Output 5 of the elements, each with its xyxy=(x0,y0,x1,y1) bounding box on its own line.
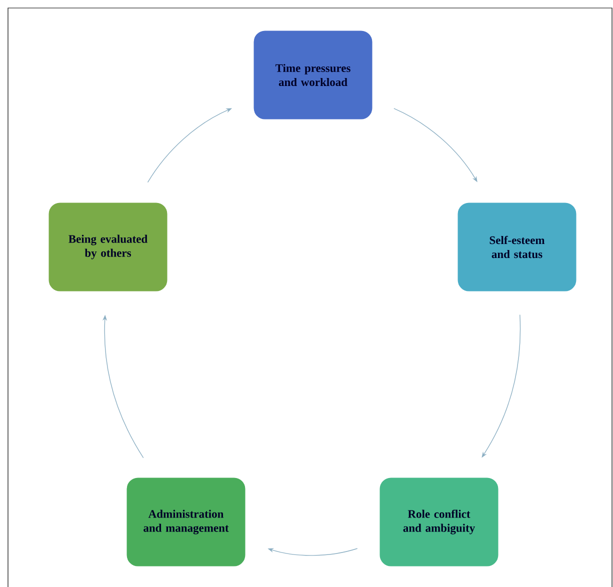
rounded-box: Self-esteem and status xyxy=(456,201,578,293)
rounded-box: Administration and management xyxy=(125,476,247,568)
rounded-box: Being evaluated by others xyxy=(47,201,169,293)
rounded-box: Role conflict and ambiguity xyxy=(378,476,500,568)
rounded-box: Time pressures and workload xyxy=(252,29,374,121)
